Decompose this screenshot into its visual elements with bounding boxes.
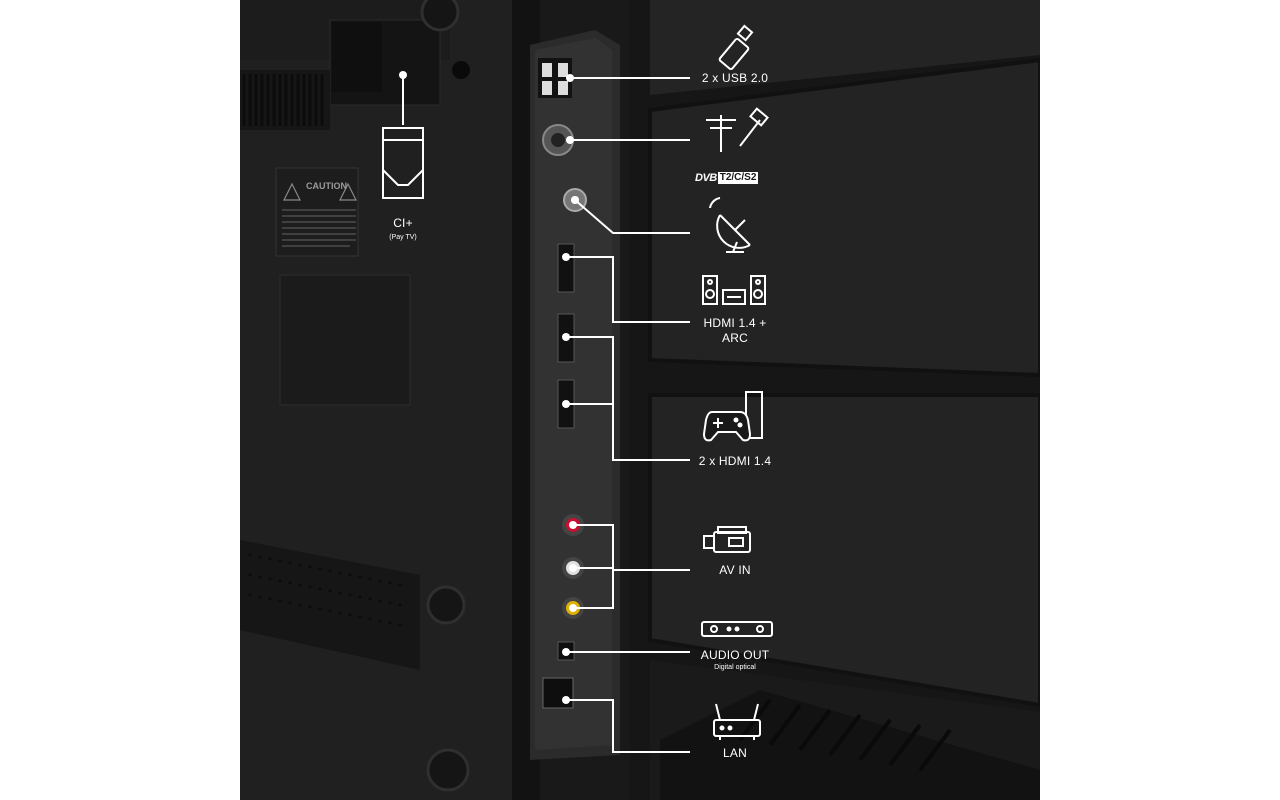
- hdmi-arc-label: HDMI 1.4 +: [703, 316, 767, 330]
- soundbar-icon: [701, 621, 773, 637]
- hdmi-arc-label-2: ARC: [722, 331, 748, 345]
- audio-out-label: AUDIO OUT: [700, 648, 770, 662]
- satellite-dish-icon: [709, 197, 751, 253]
- dvb-badge-b: T2/C/S2: [717, 171, 759, 184]
- usb-label: 2 x USB 2.0: [701, 71, 769, 85]
- dvb-badge-a: DVB: [695, 171, 717, 184]
- caution-sticker-title: CAUTION: [306, 181, 347, 191]
- gamepad-console-icon: [702, 391, 763, 442]
- ci-slot-sublabel: (Pay TV): [389, 234, 417, 241]
- speaker-system-icon: [702, 275, 766, 305]
- ci-slot-label: CI+: [393, 216, 413, 230]
- camcorder-icon: [703, 526, 751, 553]
- audio-out-sublabel: Digital optical: [714, 664, 756, 671]
- hdmi-label: 2 x HDMI 1.4: [698, 454, 772, 468]
- ci-module-icon: [382, 127, 424, 199]
- tv-back-panel: CAUTION CI+ (Pay TV) 2 x USB 2.0 DVB T2/…: [240, 0, 1040, 800]
- antenna-cable-icon: [706, 107, 769, 152]
- dvb-badge: DVB T2/C/S2: [695, 171, 759, 184]
- tv-rear-illustration: [240, 0, 1040, 800]
- lan-label: LAN: [723, 746, 747, 760]
- router-icon: [713, 703, 761, 740]
- usb-stick-icon: [718, 24, 754, 71]
- av-in-label: AV IN: [719, 563, 751, 577]
